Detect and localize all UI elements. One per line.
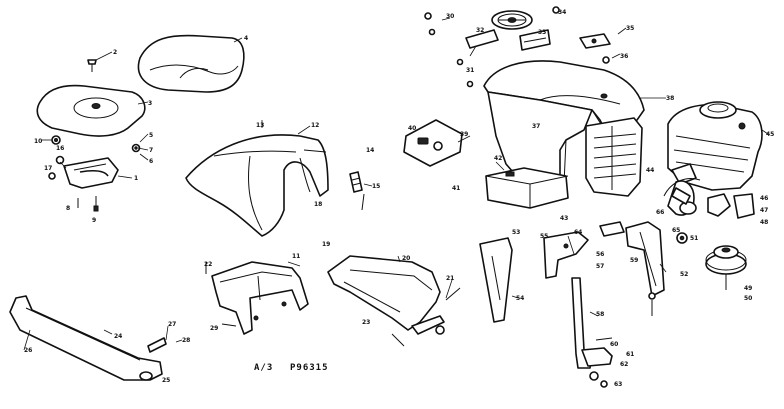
- callout-58: 58: [596, 311, 604, 318]
- callout-26: 26: [24, 347, 32, 354]
- callout-21: 21: [446, 275, 454, 282]
- leader-lines: [23, 17, 769, 351]
- callout-61: 61: [626, 351, 634, 358]
- figure-code: P96315: [290, 363, 329, 373]
- mounting-bracket: [205, 261, 309, 335]
- callout-47: 47: [760, 207, 768, 214]
- callout-35: 35: [626, 25, 634, 32]
- steering-wheel: [491, 10, 533, 30]
- callout-64: 64: [574, 229, 582, 236]
- callout-50: 50: [744, 295, 752, 302]
- callout-9: 9: [92, 217, 96, 224]
- battery-box: [485, 167, 569, 209]
- engine: [667, 101, 763, 191]
- hood: [483, 60, 645, 187]
- callout-38: 38: [666, 95, 674, 102]
- seat-hardware: [48, 135, 141, 212]
- callout-53: 53: [512, 229, 520, 236]
- pedal-mount: [625, 221, 665, 316]
- callout-16: 16: [56, 145, 64, 152]
- throttle-cable: [663, 178, 701, 205]
- seat-bolt: [87, 59, 97, 72]
- linkage-rod: [571, 277, 613, 388]
- brake-pedal-arm: [479, 237, 513, 323]
- callout-54: 54: [516, 295, 524, 302]
- callout-42: 42: [494, 155, 502, 162]
- seat-pan: [36, 84, 146, 137]
- callout-60: 60: [610, 341, 618, 348]
- clutch-bracket: [543, 231, 589, 279]
- foot-rest-plate: [327, 255, 461, 347]
- hood-hardware: [424, 6, 610, 88]
- callout-8: 8: [66, 205, 70, 212]
- callout-45: 45: [766, 131, 774, 138]
- hood-latch: [579, 33, 611, 49]
- callout-4: 4: [244, 35, 248, 42]
- callout-52: 52: [680, 271, 688, 278]
- idler-arm: [599, 221, 688, 244]
- callout-40: 40: [408, 125, 416, 132]
- callout-57: 57: [596, 263, 604, 270]
- callout-19: 19: [322, 241, 330, 248]
- callout-66: 66: [656, 209, 664, 216]
- callout-6: 6: [149, 158, 153, 165]
- callout-24: 24: [114, 333, 122, 340]
- callout-1: 1: [134, 175, 138, 182]
- callout-51: 51: [690, 235, 698, 242]
- callout-3: 3: [148, 100, 152, 107]
- callout-44: 44: [646, 167, 654, 174]
- callout-63: 63: [614, 381, 622, 388]
- callout-25: 25: [162, 377, 170, 384]
- callout-27: 27: [168, 321, 176, 328]
- callout-numbers: 1 2 3 4 5 6 7 8 9 10 11 12 13 14 15 16 1…: [24, 9, 774, 388]
- callout-20: 20: [402, 255, 410, 262]
- callout-56: 56: [596, 251, 604, 258]
- callout-41: 41: [452, 185, 460, 192]
- callout-15: 15: [372, 183, 380, 190]
- callout-12: 12: [311, 122, 319, 129]
- callout-43: 43: [560, 215, 568, 222]
- callout-14: 14: [366, 147, 374, 154]
- seat-cushion: [137, 34, 245, 93]
- callout-18: 18: [314, 201, 322, 208]
- callout-30: 30: [446, 13, 454, 20]
- callout-65: 65: [672, 227, 680, 234]
- callout-59: 59: [630, 257, 638, 264]
- callout-48: 48: [760, 219, 768, 226]
- callout-7: 7: [149, 147, 153, 154]
- dash-panel: [403, 119, 463, 167]
- callout-11: 11: [292, 253, 300, 260]
- rear-drawbar: [9, 295, 167, 381]
- fender-pan: [185, 134, 329, 237]
- engine-pulley: [705, 245, 747, 290]
- page-label: A/3: [254, 363, 273, 373]
- callout-37: 37: [532, 123, 540, 130]
- callout-39: 39: [460, 131, 468, 138]
- callout-2: 2: [113, 49, 117, 56]
- callout-13: 13: [256, 122, 264, 129]
- callout-17: 17: [44, 165, 52, 172]
- callout-31: 31: [466, 67, 474, 74]
- dash-trim: [465, 29, 551, 51]
- seat-bracket: [63, 157, 119, 189]
- callout-49: 49: [744, 285, 752, 292]
- grille: [585, 117, 643, 197]
- fender-spring: [349, 171, 365, 211]
- callout-32: 32: [476, 27, 484, 34]
- callout-36: 36: [620, 53, 628, 60]
- callout-34: 34: [558, 9, 566, 16]
- callout-22: 22: [204, 261, 212, 268]
- callout-28: 28: [182, 337, 190, 344]
- callout-46: 46: [760, 195, 768, 202]
- callout-23: 23: [362, 319, 370, 326]
- callout-10: 10: [34, 138, 42, 145]
- callout-29: 29: [210, 325, 218, 332]
- callout-62: 62: [620, 361, 628, 368]
- callout-55: 55: [540, 233, 548, 240]
- callout-5: 5: [149, 132, 153, 139]
- callout-33: 33: [538, 29, 546, 36]
